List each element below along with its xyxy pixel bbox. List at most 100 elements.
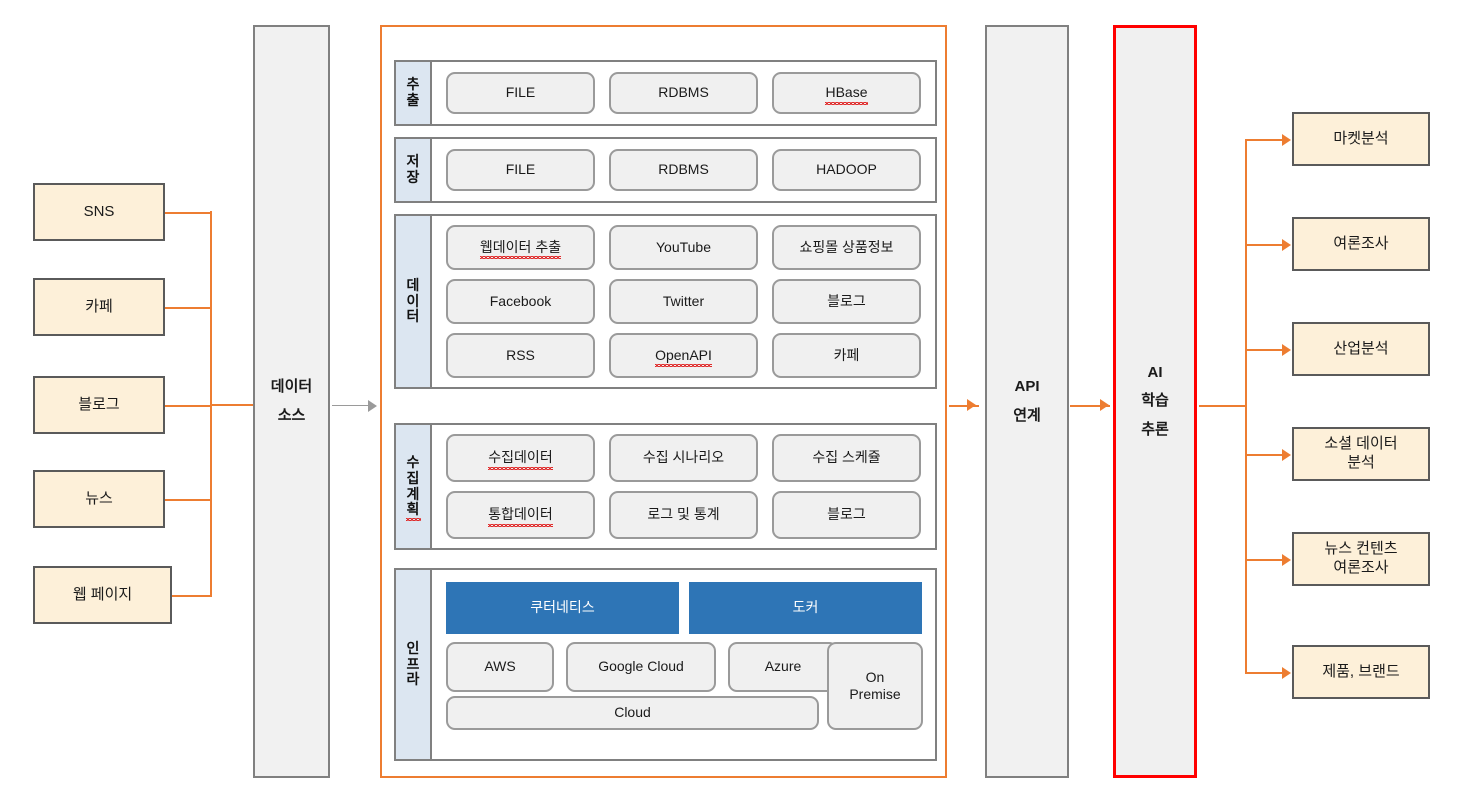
source-connector-1	[165, 307, 212, 309]
item-extract-0-label: FILE	[505, 84, 536, 101]
source-box-2[interactable]: 블로그	[33, 376, 165, 434]
item-storage-2-label: HADOOP	[816, 161, 877, 178]
infra-cloud-group-label: Cloud	[614, 704, 651, 721]
section-extract: 추출 FILE RDBMS HBase	[394, 60, 937, 126]
pillar-ai-line-2: 학습	[1141, 392, 1169, 410]
section-body-data: 웹데이터 추출 YouTube 쇼핑몰 상품정보 Facebook Twitter 블로그…	[432, 216, 935, 387]
item-data-5[interactable]: 블로그	[772, 279, 921, 324]
output-box-0[interactable]: 마켓분석	[1292, 112, 1430, 166]
output-box-1[interactable]: 여론조사	[1292, 217, 1430, 271]
infra-runtime-label-1: 도커	[792, 599, 819, 616]
item-data-3-label: Facebook	[489, 292, 552, 309]
output-arrow-1	[1282, 239, 1291, 251]
item-data-1[interactable]: YouTube	[609, 225, 758, 270]
output-box-line-1-2: 산업분석	[1333, 339, 1389, 357]
item-collection-plan-2[interactable]: 수집 스케쥴	[772, 434, 921, 482]
item-extract-0[interactable]: FILE	[446, 72, 595, 114]
item-storage-1[interactable]: RDBMS	[609, 149, 758, 191]
output-arrow-4	[1282, 554, 1291, 566]
output-box-line-2-3: 분석	[1347, 454, 1375, 471]
item-data-1-label: YouTube	[655, 238, 711, 255]
section-body-storage: FILE RDBMS HADOOP	[432, 139, 935, 201]
pillar-data-source-line-1: 데이터	[270, 378, 313, 395]
item-storage-0[interactable]: FILE	[446, 149, 595, 191]
output-box-5[interactable]: 제품, 브랜드	[1292, 645, 1430, 699]
item-storage-0-label: FILE	[505, 161, 536, 178]
infra-cloud-0[interactable]: AWS	[446, 642, 554, 692]
item-data-2[interactable]: 쇼핑몰 상품정보	[772, 225, 921, 270]
arrow-line-datasource-platform	[332, 405, 370, 406]
platform-panel: 추출 FILE RDBMS HBase 저장 FILE RDBMS HADOOP 데이터 웹데이터…	[380, 25, 947, 778]
source-box-4[interactable]: 웹 페이지	[33, 566, 172, 624]
pillar-ai[interactable]: AI 학습 추론	[1113, 25, 1197, 778]
output-arrow-2	[1282, 344, 1291, 356]
item-collection-plan-4[interactable]: 로그 및 통계	[609, 491, 758, 539]
pillar-data-source[interactable]: 데이터 소스	[253, 25, 330, 778]
source-connector-4	[172, 595, 212, 597]
output-connector-5	[1245, 672, 1283, 674]
item-extract-1-label: RDBMS	[658, 84, 709, 101]
source-box-0[interactable]: SNS	[33, 183, 165, 241]
item-data-7-label: OpenAPI	[655, 346, 712, 367]
infra-cloud-group[interactable]: Cloud	[446, 696, 819, 730]
pillar-api-line-2: 연계	[1013, 406, 1041, 424]
infra-runtime-0[interactable]: 쿠터네티스	[446, 582, 679, 634]
section-label-data: 데이터	[396, 216, 432, 387]
infra-cloud-1[interactable]: Google Cloud	[566, 642, 716, 692]
arrow-head-api-ai	[1100, 399, 1109, 411]
section-label-text-storage: 저장	[406, 153, 420, 185]
pillar-api[interactable]: API 연계	[985, 25, 1069, 778]
item-data-0[interactable]: 웹데이터 추출	[446, 225, 595, 270]
item-collection-plan-5[interactable]: 블로그	[772, 491, 921, 539]
item-collection-plan-1[interactable]: 수집 시나리오	[609, 434, 758, 482]
item-data-6[interactable]: RSS	[446, 333, 595, 378]
item-extract-2-label: HBase	[825, 84, 868, 105]
item-data-0-label: 웹데이터 추출	[479, 238, 562, 259]
source-box-label-0: SNS	[83, 202, 115, 220]
item-extract-1[interactable]: RDBMS	[609, 72, 758, 114]
item-collection-plan-3[interactable]: 통합데이터	[446, 491, 595, 539]
item-collection-plan-0-label: 수집데이터	[488, 449, 554, 470]
item-data-6-label: RSS	[506, 346, 535, 363]
output-box-line-1-0: 마켓분석	[1333, 129, 1389, 147]
item-extract-2[interactable]: HBase	[772, 72, 921, 114]
output-box-2[interactable]: 산업분석	[1292, 322, 1430, 376]
section-label-text-extract: 추출	[406, 76, 420, 108]
item-data-3[interactable]: Facebook	[446, 279, 595, 324]
output-arrow-3	[1282, 449, 1291, 461]
item-storage-2[interactable]: HADOOP	[772, 149, 921, 191]
output-connector-1	[1245, 244, 1283, 246]
output-connector-3	[1245, 454, 1283, 456]
section-label-text-infra: 인프라	[406, 639, 420, 688]
item-data-4[interactable]: Twitter	[609, 279, 758, 324]
infra-runtime-1[interactable]: 도커	[689, 582, 922, 634]
section-label-storage: 저장	[396, 139, 432, 201]
source-connector-0	[165, 212, 212, 214]
item-collection-plan-0[interactable]: 수집데이터	[446, 434, 595, 482]
item-collection-plan-5-label: 블로그	[827, 506, 866, 523]
ai-output-stem	[1199, 405, 1245, 407]
output-connector-4	[1245, 559, 1283, 561]
infra-cloud-2[interactable]: Azure	[728, 642, 838, 692]
arrow-line-platform-api	[949, 405, 979, 407]
source-box-label-3: 뉴스	[85, 489, 113, 507]
section-label-collection-plan: 수집계획	[396, 425, 432, 548]
arrow-line-api-ai	[1070, 405, 1110, 407]
source-bus-to-pillar	[210, 404, 255, 406]
section-body-extract: FILE RDBMS HBase	[432, 62, 935, 124]
source-box-3[interactable]: 뉴스	[33, 470, 165, 528]
item-data-8[interactable]: 카페	[772, 333, 921, 378]
item-data-5-label: 블로그	[827, 292, 866, 309]
section-label-infra: 인프라	[396, 570, 432, 759]
item-collection-plan-1-label: 수집 시나리오	[642, 449, 725, 466]
section-label-text-data: 데이터	[406, 276, 420, 325]
source-box-1[interactable]: 카페	[33, 278, 165, 336]
source-connector-3	[165, 499, 212, 501]
section-data: 데이터 웹데이터 추출 YouTube 쇼핑몰 상품정보 Facebook Twitter…	[394, 214, 937, 389]
item-data-7[interactable]: OpenAPI	[609, 333, 758, 378]
